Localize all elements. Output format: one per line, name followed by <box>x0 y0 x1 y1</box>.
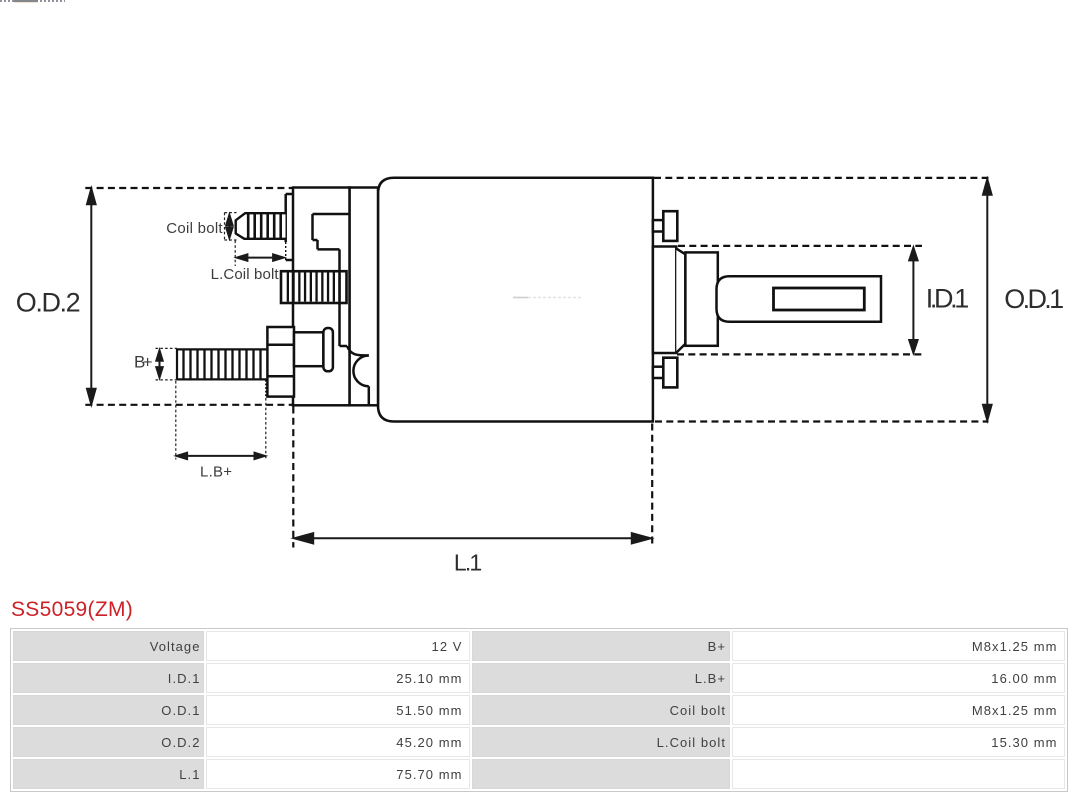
svg-text:L.Coil bolt: L.Coil bolt <box>211 266 280 283</box>
svg-text:B+: B+ <box>134 353 153 372</box>
svg-text:O.D.1: O.D.1 <box>1004 284 1064 314</box>
svg-text:Coil bolt: Coil bolt <box>166 220 223 237</box>
svg-text:L.B+: L.B+ <box>200 463 232 480</box>
svg-text:L.1: L.1 <box>454 550 482 576</box>
svg-text:I.D.1: I.D.1 <box>926 284 970 314</box>
svg-text:O.D.2: O.D.2 <box>16 287 81 317</box>
